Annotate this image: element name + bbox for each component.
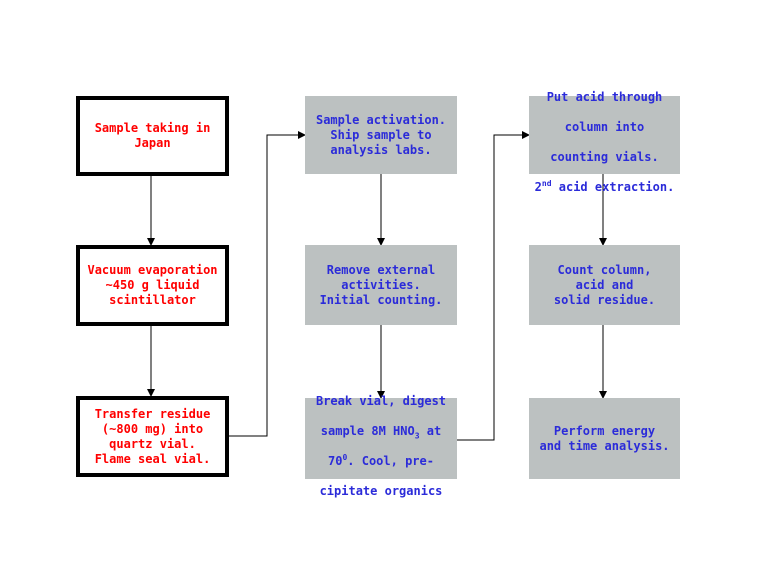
step-break-vial-text: Break vial, digest sample 8M HNO3 at 700… (316, 379, 446, 499)
step-put-acid-line4a: 2 (534, 180, 542, 194)
step-sample-activation: Sample activation. Ship sample to analys… (305, 96, 457, 174)
step-break-vial: Break vial, digest sample 8M HNO3 at 700… (305, 394, 457, 498)
step-put-acid-line3: counting vials. (550, 150, 659, 164)
step-perform-analysis: Perform energy and time analysis. (529, 398, 680, 479)
step-vacuum-evaporation: Vacuum evaporation ~450 g liquid scintil… (76, 245, 229, 326)
step-break-vial-subscript: 3 (414, 430, 420, 440)
step-break-vial-line1: Break vial, digest (315, 393, 447, 408)
step-put-acid-superscript: nd (541, 179, 552, 188)
step-put-acid-text: Put acid through column into counting vi… (535, 75, 675, 195)
step-put-acid-line2: column into (564, 120, 645, 134)
step-put-acid-line4b: acid extraction. (551, 180, 675, 194)
step-sample-activation-text: Sample activation. Ship sample to analys… (315, 112, 447, 157)
step-sample-taking: Sample taking in Japan (76, 96, 229, 176)
step-put-acid: Put acid through column into counting vi… (529, 90, 680, 194)
step-break-vial-line3a: 70 (328, 453, 343, 468)
step-transfer-residue-text: Transfer residue (~800 mg) into quartz v… (94, 406, 211, 466)
step-put-acid-line1: Put acid through (546, 90, 663, 104)
step-break-vial-line2b: at (419, 423, 442, 438)
step-vacuum-evaporation-text: Vacuum evaporation ~450 g liquid scintil… (87, 263, 218, 307)
step-break-vial-line4: cipitate organics (319, 483, 443, 498)
step-sample-taking-text: Sample taking in Japan (94, 121, 211, 150)
step-remove-external: Remove external activities. Initial coun… (305, 245, 457, 325)
step-break-vial-superscript: 0 (342, 452, 348, 462)
step-count-column: Count column, acid and solid residue. (529, 245, 680, 325)
arrow-s6-to-s7 (457, 131, 530, 441)
step-break-vial-line3b: . Cool, pre- (347, 453, 434, 468)
step-count-column-text: Count column, acid and solid residue. (553, 262, 656, 307)
step-transfer-residue: Transfer residue (~800 mg) into quartz v… (76, 396, 229, 477)
step-break-vial-line2a: sample 8M HNO (320, 423, 415, 438)
arrow-s3-to-s4 (229, 131, 306, 437)
step-perform-analysis-text: Perform energy and time analysis. (539, 423, 670, 453)
step-remove-external-text: Remove external activities. Initial coun… (319, 262, 443, 307)
